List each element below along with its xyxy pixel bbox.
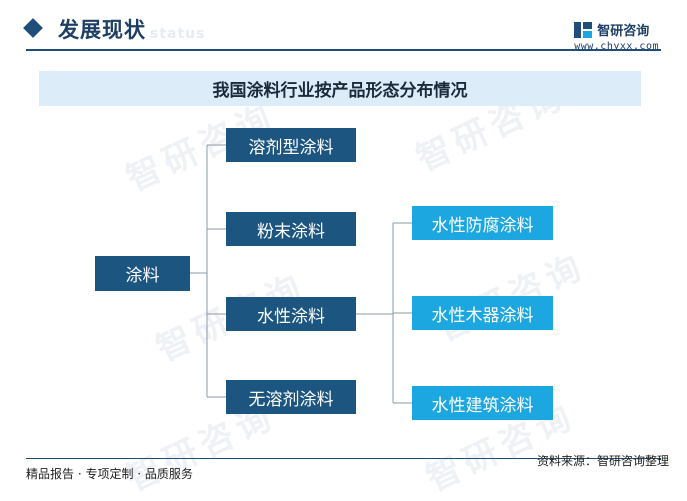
brand: 智研咨询 www.chyxx.com [574,20,659,52]
footer-divider [26,458,661,459]
node-waterborne-anticorrosion: 水性防腐涂料 [412,206,553,240]
header-ghost-text: status [150,26,206,42]
header-divider [26,49,661,51]
node-waterborne-coating: 水性涂料 [226,297,356,331]
node-waterborne-wood: 水性木器涂料 [412,296,553,330]
footer-slogan: 精品报告 · 专项定制 · 品质服务 [26,467,193,481]
brand-name: 智研咨询 [597,24,650,39]
brand-url: www.chyxx.com [574,41,659,52]
node-waterborne-architectural: 水性建筑涂料 [412,386,553,420]
node-solvent-coating: 溶剂型涂料 [226,128,356,162]
page-title: 发展现状 [58,18,146,42]
footer-source: 资料来源：智研咨询整理 [536,454,669,468]
node-solventless-coating: 无溶剂涂料 [226,380,356,414]
node-root: 涂料 [95,256,190,291]
node-powder-coating: 粉末涂料 [226,212,356,246]
brand-logo-icon [574,21,593,38]
diagram-title: 我国涂料行业按产品形态分布情况 [39,71,641,106]
